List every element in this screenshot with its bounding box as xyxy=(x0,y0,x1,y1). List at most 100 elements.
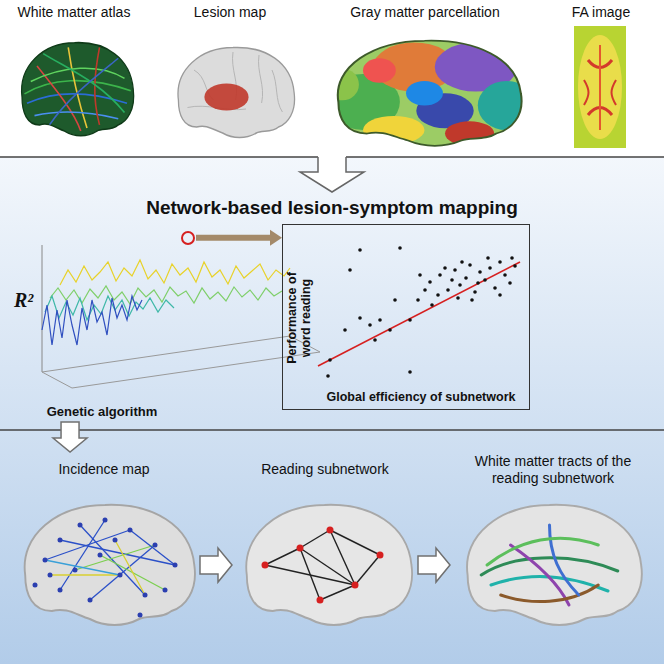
illustration-part xyxy=(50,286,282,304)
scatter-plot-panel: Performance of word readingGlobal effici… xyxy=(282,224,530,410)
illustration-part xyxy=(513,264,517,268)
illustration-part xyxy=(42,245,43,372)
reading-subnetwork-image xyxy=(246,505,412,625)
illustration-part xyxy=(456,296,460,300)
illustration-part xyxy=(488,266,492,270)
illustration-part xyxy=(478,81,535,130)
tracts-image xyxy=(467,505,642,625)
illustration-part xyxy=(445,121,494,146)
illustration-part xyxy=(416,298,420,302)
panel-caption: Incidence map xyxy=(58,461,149,478)
illustration-part xyxy=(0,157,664,664)
fa-image xyxy=(574,26,626,148)
incidence-map-image xyxy=(25,505,195,625)
axis-label: Genetic algorithm xyxy=(47,404,158,420)
illustration-part xyxy=(103,518,108,523)
illustration-part xyxy=(430,303,434,307)
illustration-part xyxy=(612,80,617,105)
illustration-part xyxy=(470,298,474,302)
panel-caption: FA image xyxy=(572,4,630,21)
illustration-part xyxy=(584,80,589,105)
illustration-part xyxy=(348,268,352,272)
illustration-part xyxy=(42,296,142,345)
illustration-part xyxy=(22,43,134,136)
fitness-plot-panel: R²Genetic algorithm xyxy=(8,224,196,422)
illustration-part xyxy=(50,574,120,575)
illustration-part xyxy=(574,26,626,148)
illustration-part xyxy=(398,246,402,250)
illustration-part xyxy=(262,527,384,604)
illustration-part xyxy=(498,260,502,264)
illustration-part xyxy=(373,338,377,342)
panel-caption: Lesion map xyxy=(194,4,266,21)
illustration-part xyxy=(246,505,412,625)
illustration-part xyxy=(326,246,517,378)
illustration-part xyxy=(458,283,462,287)
illustration-part xyxy=(378,318,382,322)
illustration-part xyxy=(25,47,131,131)
illustration-part xyxy=(48,573,53,578)
illustration-part xyxy=(45,560,120,575)
axis-label: Global efficiency of subnetwork xyxy=(313,390,529,405)
flow-arrow xyxy=(200,548,232,582)
illustration-part xyxy=(42,336,290,372)
illustration-part xyxy=(468,263,472,267)
illustration-part xyxy=(363,116,425,144)
image-panel: Gray matter parcellation xyxy=(318,2,532,150)
illustration-part xyxy=(464,276,468,280)
illustration-part xyxy=(265,548,300,565)
illustration-part xyxy=(358,248,362,252)
illustration-part xyxy=(377,552,384,559)
diagram-title: Network-based lesion-symptom mapping xyxy=(0,197,664,219)
illustration-part xyxy=(50,58,119,125)
illustration-part xyxy=(326,69,359,101)
illustration-part xyxy=(486,256,490,260)
illustration-part xyxy=(75,545,155,570)
illustration-part xyxy=(443,266,447,270)
panel-caption: White matter atlas xyxy=(18,4,131,21)
flow-arrow xyxy=(196,230,282,246)
illustration-part xyxy=(262,562,269,569)
illustration-part xyxy=(363,58,396,83)
illustration-part xyxy=(428,280,432,284)
illustration-part xyxy=(31,68,125,81)
illustration-part xyxy=(45,520,175,600)
illustration-part xyxy=(450,278,454,282)
illustration-part xyxy=(418,273,422,277)
illustration-part xyxy=(73,568,78,573)
illustration-part xyxy=(473,290,477,294)
illustration-part xyxy=(393,298,397,302)
lesion-map-image xyxy=(178,47,295,137)
illustration-part xyxy=(259,55,263,103)
illustration-part xyxy=(578,35,622,139)
illustration-part xyxy=(300,157,364,192)
illustration-part xyxy=(338,41,522,146)
illustration-part xyxy=(138,613,143,618)
axis-label: Performance of word reading xyxy=(285,258,313,378)
illustration-part xyxy=(343,328,347,332)
section-divider xyxy=(0,157,664,430)
illustration-part xyxy=(204,84,248,111)
illustration-part xyxy=(60,260,290,285)
illustration-part xyxy=(246,505,412,625)
illustration-part xyxy=(0,156,318,158)
illustration-part xyxy=(476,281,480,285)
illustration-part xyxy=(478,270,482,274)
brain-panel: White matter tracts of the reading subne… xyxy=(450,452,656,648)
panel-caption: Gray matter parcellation xyxy=(350,4,499,21)
illustration-part xyxy=(498,293,502,297)
illustration-part xyxy=(33,583,38,588)
illustration-part xyxy=(143,593,148,598)
illustration-part xyxy=(501,585,599,602)
image-panel: FA image xyxy=(548,2,654,150)
scatter-plot xyxy=(318,246,520,378)
image-panel: Lesion map xyxy=(160,2,300,150)
illustration-part xyxy=(406,81,443,106)
illustration-part xyxy=(460,260,464,264)
parcellation-image xyxy=(326,41,535,146)
illustration-part xyxy=(388,328,392,332)
illustration-part xyxy=(58,538,63,543)
illustration-part xyxy=(79,429,664,431)
